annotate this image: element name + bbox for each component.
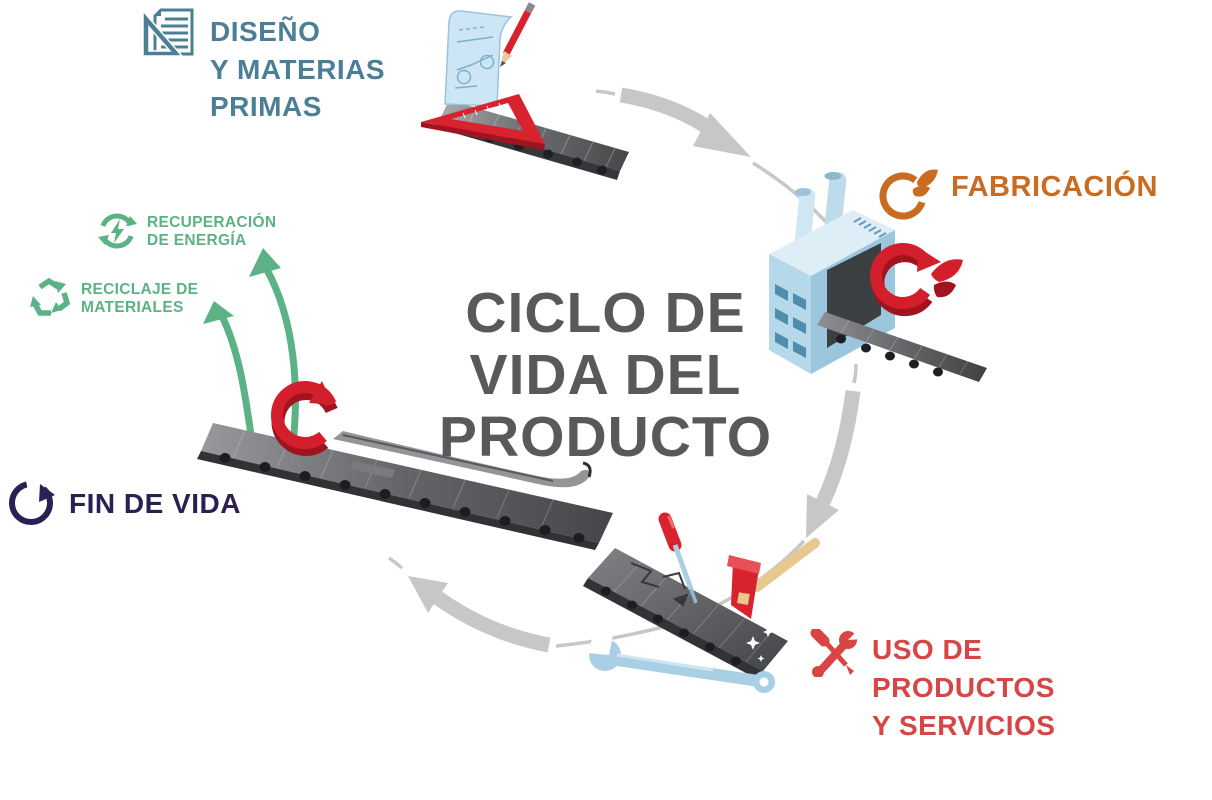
red-cycle-arrow	[870, 243, 963, 317]
recycle-icon	[27, 277, 70, 317]
leaf	[931, 259, 963, 282]
wrench	[587, 635, 775, 693]
hammer	[727, 538, 820, 619]
stage-label-recuperacion: RECUPERACIÓN DE ENERGÍA	[147, 214, 277, 249]
conveyor-belt	[817, 312, 987, 382]
green-arrow-to-recycling	[203, 301, 256, 443]
stage-recuperacion: RECUPERACIÓN DE ENERGÍA	[97, 211, 276, 250]
crossed-tools-icon	[808, 629, 860, 677]
stage-reciclaje: RECICLAJE DE MATERIALES	[27, 277, 198, 317]
arrow-use-to-endoflife	[387, 556, 551, 653]
cracks	[630, 562, 689, 607]
peeling-layer	[333, 431, 592, 488]
stage-label-diseno: DISEÑO Y MATERIAS PRIMAS	[210, 16, 386, 123]
blueprint-set-square-icon	[140, 6, 198, 62]
set-square	[421, 94, 545, 150]
leaf	[933, 281, 956, 298]
stage-fabricacion: FABRICACIÓN	[877, 163, 1158, 221]
energy-recovery-icon	[97, 211, 138, 250]
stage-label-reciclaje: RECICLAJE DE MATERIALES	[81, 281, 199, 316]
design-illustration	[421, 2, 629, 180]
factory-windows	[775, 284, 806, 358]
stage-label-fabricacion: FABRICACIÓN	[951, 171, 1158, 203]
screwdriver	[658, 512, 698, 604]
stage-diseno: DISEÑO Y MATERIAS PRIMAS	[140, 6, 385, 126]
conveyor-belt	[583, 548, 788, 680]
blueprint-sheet	[444, 10, 513, 107]
red-cycle-arrow	[271, 381, 341, 456]
sparkles	[746, 627, 773, 662]
pencil	[500, 2, 536, 67]
end-of-life-illustration	[197, 381, 613, 550]
main-title: CICLO DE VIDA DEL PRODUCTO	[438, 281, 773, 469]
stage-uso: USO DE PRODUCTOS Y SERVICIOS	[808, 629, 1055, 745]
factory-illustration	[769, 172, 987, 382]
eco-cycle-leaf-icon	[877, 163, 939, 221]
green-arrow-to-energy-recovery	[249, 248, 299, 453]
stage-fin-de-vida: FIN DE VIDA	[7, 478, 241, 526]
cycle-arrow-icon	[7, 478, 57, 526]
stage-label-uso: USO DE PRODUCTOS Y SERVICIOS	[872, 634, 1056, 741]
stage-label-fin-de-vida: FIN DE VIDA	[69, 488, 241, 519]
use-illustration	[583, 512, 820, 693]
